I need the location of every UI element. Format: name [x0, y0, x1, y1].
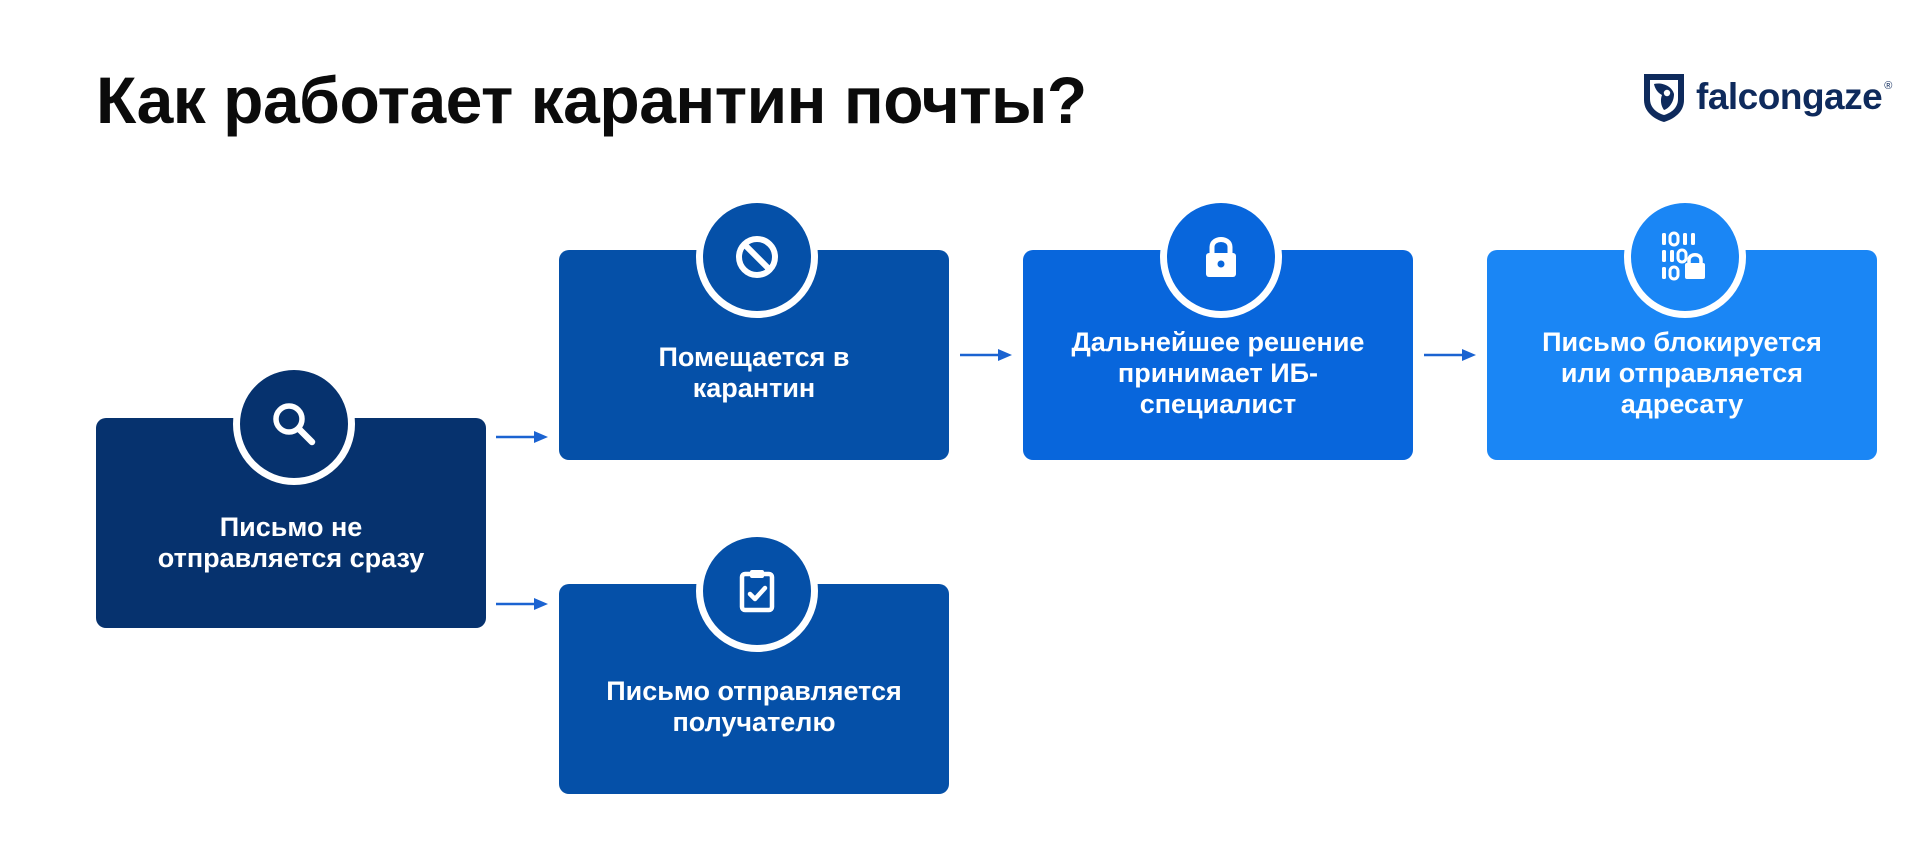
arrow-quarantine-to-specialist — [960, 349, 1012, 361]
step-quarantine-icon-circle — [696, 196, 818, 318]
binary-lock-icon — [1662, 231, 1705, 281]
step-final-label: Письмо блокируется или отправляется адре… — [1542, 326, 1822, 419]
step-specialist-icon-circle — [1160, 196, 1282, 318]
step-send-icon-circle — [696, 530, 818, 652]
arrow-start-to-send — [496, 598, 548, 610]
arrow-start-to-quarantine — [496, 431, 548, 443]
step-specialist-box: Дальнейшее решение принимает ИБ- специал… — [1023, 250, 1413, 460]
logo-text: falcongaze — [1696, 76, 1883, 117]
lock-icon — [1206, 237, 1236, 277]
page-title: Как работает карантин почты? — [96, 63, 1087, 137]
falcon-shield-icon — [1644, 74, 1684, 122]
prohibited-icon — [736, 236, 778, 278]
step-start-label: Письмо не отправляется сразу — [157, 512, 425, 573]
step-specialist-label: Дальнейшее решение принимает ИБ- специал… — [1071, 326, 1365, 419]
step-final-icon-circle — [1624, 196, 1746, 318]
clipboard-check-icon — [739, 570, 775, 613]
step-quarantine-label: Помещается в карантин — [658, 342, 850, 403]
logo-registered-mark: ® — [1884, 80, 1893, 92]
falcongaze-logo: falcongaze ® — [1640, 70, 1892, 124]
step-send-label: Письмо отправляется получателю — [606, 676, 902, 737]
magnifier-icon — [273, 403, 316, 446]
step-start-icon-circle — [233, 363, 355, 485]
arrow-specialist-to-final — [1424, 349, 1476, 361]
